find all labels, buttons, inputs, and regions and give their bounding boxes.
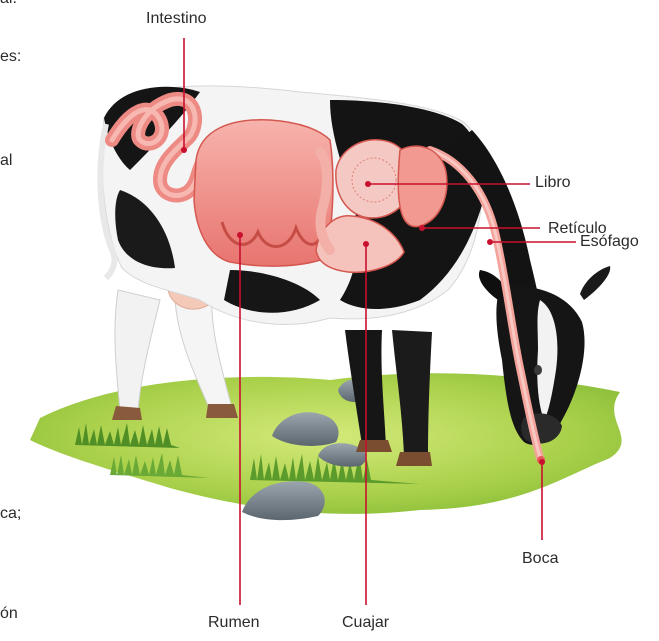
leader-dot-esofago (487, 239, 493, 245)
cropped-text-line-3: al (0, 152, 12, 170)
label-intestino: Intestino (146, 10, 206, 28)
label-boca: Boca (522, 550, 558, 568)
leader-dot-libro (365, 181, 371, 187)
cropped-text-line-5: ón (0, 605, 18, 623)
leader-dot-reticulo (419, 225, 425, 231)
hoof-2 (206, 404, 238, 418)
cow-eye (534, 365, 542, 375)
cropped-text-line-4: ca; (0, 505, 21, 523)
leader-dot-boca (539, 459, 545, 465)
label-esofago: Esófago (580, 233, 639, 251)
leader-dot-rumen (237, 232, 243, 238)
cropped-text-line-2: es: (0, 48, 21, 66)
leader-dot-intestino (181, 147, 187, 153)
label-rumen: Rumen (208, 614, 260, 632)
cow-ear-right (580, 266, 610, 300)
label-libro: Libro (535, 174, 571, 192)
hoof-1 (112, 406, 142, 420)
hoof-4 (396, 452, 432, 466)
label-cuajar: Cuajar (342, 614, 389, 632)
cropped-text-line-1: al. (0, 0, 17, 8)
leader-dot-cuajar (363, 241, 369, 247)
hoof-3 (356, 440, 392, 452)
